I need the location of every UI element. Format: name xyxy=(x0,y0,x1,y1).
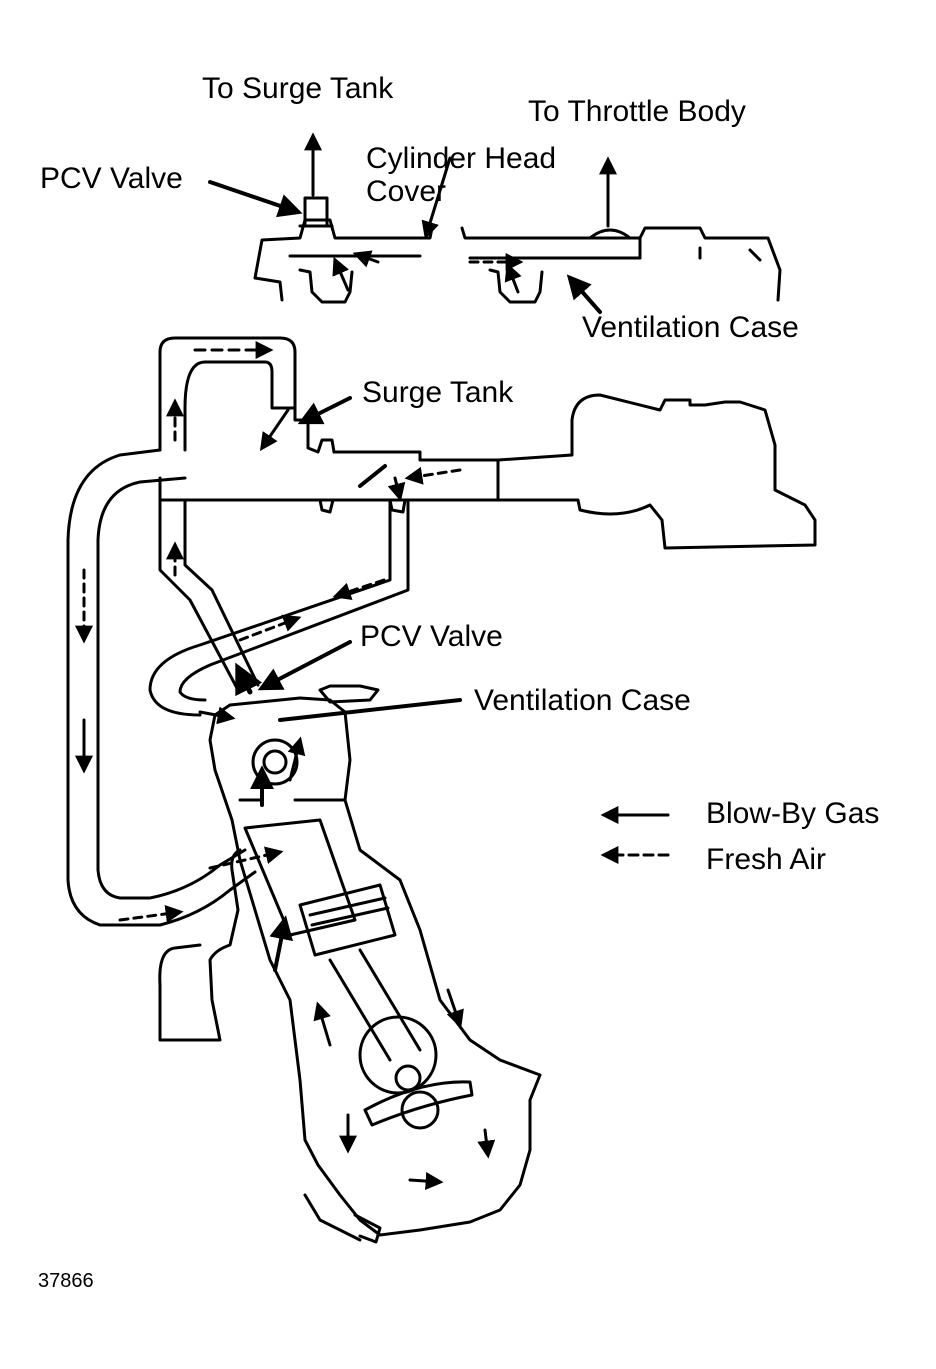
label-to-surge-tank: To Surge Tank xyxy=(202,72,394,105)
label-cylinder-head-cover: Cylinder Head Cover xyxy=(366,142,557,208)
label-pcv-valve-top: PCV Valve xyxy=(40,162,183,195)
engine-flow-arrows xyxy=(250,736,496,1191)
label-ventilation-case-top: Ventilation Case xyxy=(582,311,799,344)
blow-by-hose-drawing xyxy=(148,498,410,717)
fresh-air-hose-drawing xyxy=(66,448,257,927)
top-flow-arrows xyxy=(208,132,617,314)
label-ventilation-case-mid: Ventilation Case xyxy=(474,684,691,717)
figure-number: 37866 xyxy=(38,1270,94,1292)
label-pcv-valve-mid: PCV Valve xyxy=(360,620,503,653)
label-surge-tank: Surge Tank xyxy=(362,376,514,409)
surge-tank-drawing xyxy=(158,336,817,550)
surge-tank-flow-arrows xyxy=(166,341,462,502)
cylinder-head-cover-drawing xyxy=(253,196,782,304)
legend-blow-by-gas-label: Blow-By Gas xyxy=(706,797,880,830)
label-to-throttle-body: To Throttle Body xyxy=(528,95,746,128)
legend-fresh-air-label: Fresh Air xyxy=(706,843,827,876)
blow-by-hose-arrows xyxy=(166,541,462,725)
fresh-air-hose-arrows xyxy=(75,568,284,923)
engine-block-drawing xyxy=(158,684,542,1244)
